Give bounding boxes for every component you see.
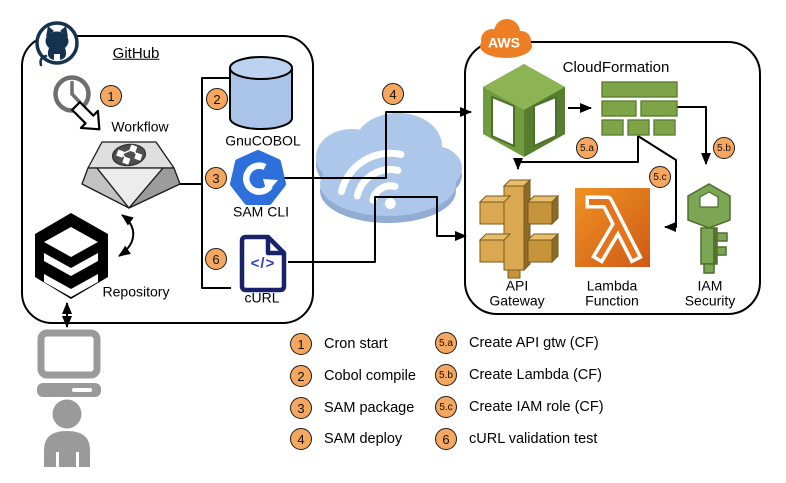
iam-label: IAM Security: [684, 277, 736, 309]
create-iam-line: [637, 135, 677, 232]
curl-test-line: [288, 196, 467, 263]
cloudformation-bricks-icon: [601, 81, 678, 136]
connectors: [62, 77, 711, 328]
gnucobol-db-icon: [229, 56, 293, 130]
curl-label: cURL: [244, 289, 280, 306]
repository-label: Repository: [102, 283, 170, 300]
step-badge-5b: 5.b: [713, 137, 735, 159]
legend-text: SAM package: [324, 400, 415, 416]
legend-text: Cron start: [324, 336, 388, 352]
step-badge-6: 6: [205, 248, 227, 270]
legend-item: 1 Cron start: [290, 333, 388, 355]
step-badge-2: 2: [206, 88, 228, 110]
gnucobol-label: GnuCOBOL: [225, 132, 301, 149]
step-badge-1: 1: [100, 85, 122, 107]
api-gateway-icon: [478, 178, 560, 279]
repository-stack-icon: [35, 213, 108, 299]
iam-key-icon: [687, 183, 731, 274]
workflow-label: Workflow: [111, 118, 169, 135]
workflow-graph-glyph: [116, 144, 143, 165]
legend-badge: 3: [290, 397, 312, 419]
aws-badge-icon: [480, 19, 532, 58]
legend-badge: 2: [290, 365, 312, 387]
step-badge-5a: 5.a: [576, 137, 598, 159]
legend-item: 5.a Create API gtw (CF): [435, 332, 599, 354]
lambda-icon: [575, 188, 650, 267]
user-icon: [44, 399, 90, 467]
legend-item: 2 Cobol compile: [290, 365, 416, 387]
legend-item: 3 SAM package: [290, 397, 414, 419]
create-lambda-line: [677, 106, 711, 165]
trigger-arrow-icon: [71, 101, 101, 131]
legend-item: 4 SAM deploy: [290, 428, 402, 450]
legend-badge: 6: [435, 428, 457, 450]
legend-text: cURL validation test: [469, 431, 598, 447]
cloudformation-label: CloudFormation: [562, 58, 670, 76]
legend-badge: 1: [290, 333, 312, 355]
lambda-label: Lambda Function: [585, 277, 639, 309]
step-badge-3: 3: [205, 167, 227, 189]
curl-icon: [239, 234, 287, 293]
legend-item: 5.b Create Lambda (CF): [435, 364, 602, 386]
legend-badge: 5.a: [435, 332, 457, 354]
workflow-repo-arrow: [118, 214, 135, 257]
create-apigw-line: [513, 136, 639, 170]
build-cube-icon: [483, 64, 565, 157]
legend-badge: 5.b: [435, 364, 457, 386]
legend-item: 5.c Create IAM role (CF): [435, 396, 604, 418]
legend-badge: 5.c: [435, 396, 457, 418]
legend-text: Create Lambda (CF): [469, 367, 602, 383]
aws-badge-label: AWS: [488, 34, 520, 51]
github-title: GitHub: [112, 44, 160, 62]
step-badge-5c: 5.c: [649, 166, 671, 188]
code-glyph: </>: [250, 254, 276, 272]
legend-text: SAM deploy: [324, 431, 403, 447]
legend-text: Cobol compile: [324, 368, 416, 384]
legend-text: Create IAM role (CF): [469, 399, 604, 415]
wifi-icon: [338, 149, 405, 209]
sam-deploy-line: [284, 107, 472, 179]
workflow-gem-icon: [81, 141, 181, 209]
internet-cloud-icon: [316, 113, 462, 223]
sam-cli-label: SAM CLI: [232, 203, 290, 220]
sam-cli-icon: [230, 150, 286, 205]
api-gateway-label: API Gateway: [489, 277, 545, 309]
github-logo-icon: [35, 21, 79, 67]
legend-text: Create API gtw (CF): [469, 335, 599, 351]
legend-item: 6 cURL validation test: [435, 428, 597, 450]
step-badge-4: 4: [382, 83, 404, 105]
computer-icon: [37, 329, 101, 397]
legend-badge: 4: [290, 428, 312, 450]
